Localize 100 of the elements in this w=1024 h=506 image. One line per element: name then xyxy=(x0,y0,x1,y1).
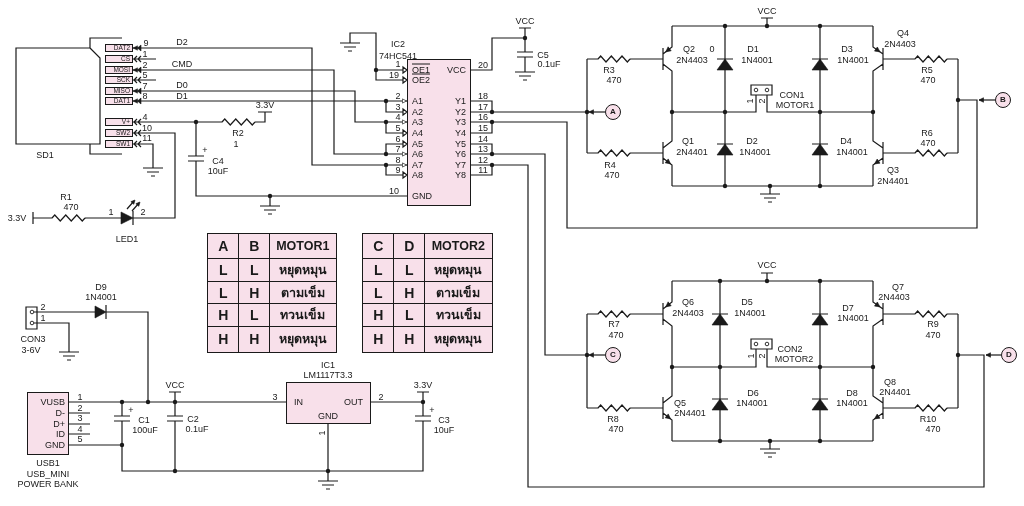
value-label: 470 xyxy=(608,424,624,434)
pin-number: 11 xyxy=(142,133,152,143)
component-label: Q8 xyxy=(884,377,896,387)
pin-name: A3 xyxy=(412,117,423,127)
value-label: 2N4401 xyxy=(879,387,911,397)
wire xyxy=(132,88,408,125)
pin-number: 4 xyxy=(395,112,401,122)
value-label: 3-6V xyxy=(21,345,41,355)
pin-number: 5 xyxy=(395,123,401,133)
component-label: R1 xyxy=(60,192,72,202)
pin-number: 2 xyxy=(40,302,46,312)
pin-number: 1 xyxy=(108,207,114,217)
value-label: 2N4401 xyxy=(676,147,708,157)
component-label: D9 xyxy=(95,282,107,292)
pin-number: 5 xyxy=(142,70,148,80)
value-label: 10uF xyxy=(433,425,455,435)
pin-name: A1 xyxy=(412,96,423,106)
component-label: D1 xyxy=(747,44,759,54)
pin-number: 1 xyxy=(40,313,46,323)
pin-number: 8 xyxy=(142,91,148,101)
component-label: R6 xyxy=(921,128,933,138)
pin-number: 2 xyxy=(77,403,83,413)
table-cell: H xyxy=(362,303,395,328)
value-label: 470 xyxy=(63,202,79,212)
pin-number: 10 xyxy=(389,186,399,196)
value-label: 470 xyxy=(925,424,941,434)
value-label: 1N4001 xyxy=(837,313,869,323)
component-label: D4 xyxy=(840,136,852,146)
value-label: 100uF xyxy=(132,425,158,435)
value-label: 1N4001 xyxy=(739,147,771,157)
polarity-mark: + xyxy=(128,405,134,415)
pin-name: OE1 xyxy=(412,65,430,75)
table-cell: L xyxy=(207,258,240,283)
pin-number: 2 xyxy=(395,91,401,101)
pin-name: Y5 xyxy=(455,139,466,149)
component-label: USB1 xyxy=(36,458,60,468)
pin-number: 4 xyxy=(142,112,148,122)
pin-name: A8 xyxy=(412,170,423,180)
component-label: D5 xyxy=(741,297,753,307)
pin-name: A6 xyxy=(412,149,423,159)
component-label: R4 xyxy=(604,160,616,170)
pin-name: A5 xyxy=(412,139,423,149)
pin-number: 1 xyxy=(77,392,83,402)
table-cell: หยุดหมุน xyxy=(269,326,337,353)
component-label: C3 xyxy=(438,415,450,425)
value-label: 2N4403 xyxy=(884,39,916,49)
table-cell: H xyxy=(207,326,240,353)
value-label: 0.1uF xyxy=(185,424,209,434)
table-cell: H xyxy=(238,281,271,305)
pin-number: 3 xyxy=(395,102,401,112)
table-cell: MOTOR1 xyxy=(269,233,337,260)
connector-circle: A xyxy=(605,104,621,120)
component-label: D8 xyxy=(846,388,858,398)
pin-number: 7 xyxy=(142,81,148,91)
edge-label: CMD xyxy=(171,59,193,69)
component-label: R5 xyxy=(921,65,933,75)
pin-name: Y1 xyxy=(455,96,466,106)
component-label: R2 xyxy=(232,128,244,138)
table-cell: ตามเข็ม xyxy=(269,281,337,305)
pin-name: D+ xyxy=(53,419,65,429)
part-number: LM1117T3.3 xyxy=(303,370,353,380)
edge-label: D0 xyxy=(176,80,188,90)
signal-arrow xyxy=(588,109,606,115)
supply-label: VCC xyxy=(757,6,777,16)
value-label: 2N4403 xyxy=(676,55,708,65)
value-label: MOTOR2 xyxy=(774,354,814,364)
pin-number: 2 xyxy=(757,353,767,359)
pin-number: 2 xyxy=(757,98,767,104)
table-cell: หยุดหมุน xyxy=(269,258,337,283)
value-label: 2N4401 xyxy=(674,408,706,418)
pin-name: GND xyxy=(45,440,65,450)
pin-name: VUSB xyxy=(40,397,65,407)
pin-name: IN xyxy=(294,397,303,407)
value-label: 2N4403 xyxy=(672,308,704,318)
pin-name: Y7 xyxy=(455,160,466,170)
table-cell: L xyxy=(238,303,271,328)
table-cell: หยุดหมุน xyxy=(424,258,493,283)
component-label: Q4 xyxy=(897,28,909,38)
table-cell: D xyxy=(393,233,426,260)
pin-number: 2 xyxy=(142,60,148,70)
signal-arrow xyxy=(588,352,606,358)
pin-name: Y6 xyxy=(455,149,466,159)
pin-name: GND xyxy=(412,191,432,201)
pin-name: A7 xyxy=(412,160,423,170)
wire xyxy=(68,401,287,403)
wire xyxy=(132,45,408,168)
value-label: 470 xyxy=(925,330,941,340)
table-cell: ทวนเข็ม xyxy=(269,303,337,328)
value-label: 1N4001 xyxy=(836,147,868,157)
table-cell: ตามเข็ม xyxy=(424,281,493,305)
table-cell: C xyxy=(362,233,395,260)
component-label: Q7 xyxy=(892,282,904,292)
pin-name: GND xyxy=(318,411,338,421)
value-label: 10uF xyxy=(207,166,229,176)
component-label: CON3 xyxy=(20,334,46,344)
table-cell: H xyxy=(393,326,426,353)
value-label: 470 xyxy=(604,170,620,180)
pin-number: 3 xyxy=(77,413,83,423)
connector-circle: C xyxy=(605,347,621,363)
supply-label: VCC xyxy=(757,260,777,270)
